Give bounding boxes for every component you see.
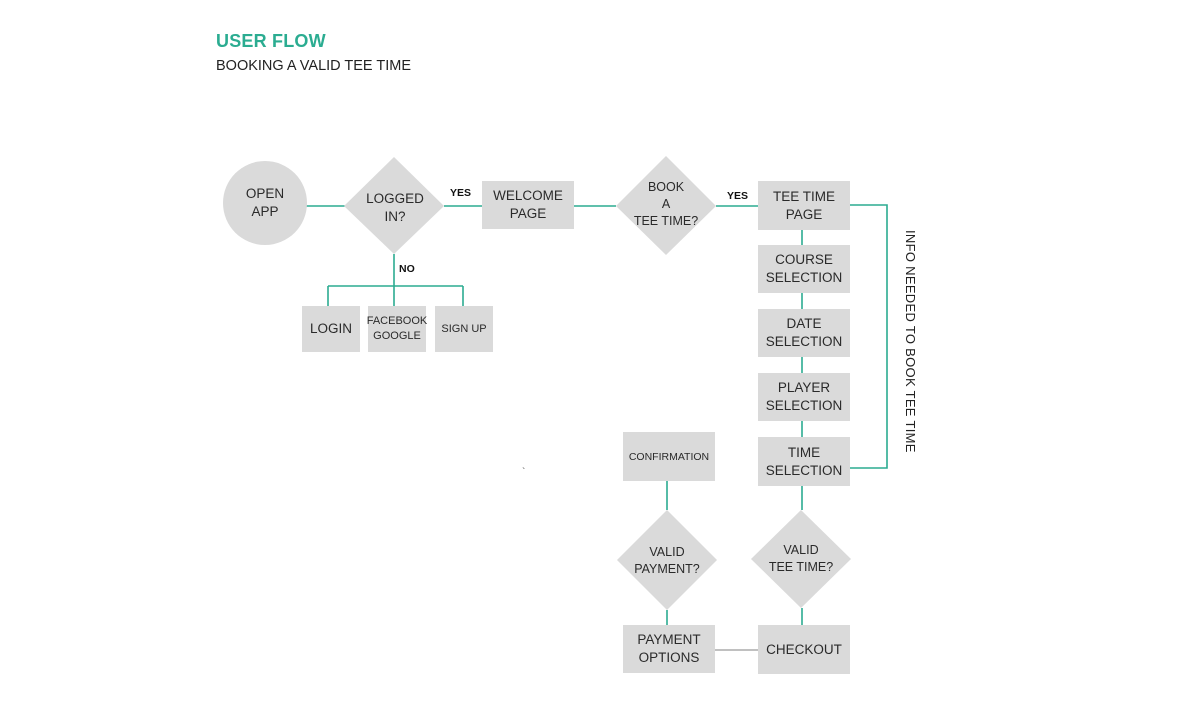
payment-options-node: PAYMENT OPTIONS [623,625,715,673]
info-bracket [849,204,888,469]
valid-payment-diamond-shape [617,510,717,610]
no-label-logged-in: NO [399,263,415,275]
logged-in-diamond-shape [344,157,444,254]
checkout-node: CHECKOUT [758,625,850,674]
confirmation-node: CONFIRMATION [623,432,715,481]
welcome-page-node: WELCOME PAGE [482,181,574,229]
date-selection-node: DATE SELECTION [758,309,850,357]
facebook-google-node: FACEBOOK GOOGLE [367,306,427,352]
logged-in-decision: LOGGED IN? [366,191,424,224]
open-app-node: OPEN APP [223,161,307,245]
course-selection-node: COURSE SELECTION [758,245,850,293]
login-node: LOGIN [302,306,360,352]
book-tee-time-decision: BOOK A TEE TIME? [633,179,699,228]
info-needed-label: INFO NEEDED TO BOOK TEE TIME [903,230,918,453]
time-selection-node: TIME SELECTION [758,437,850,486]
valid-payment-decision: VALID PAYMENT? [634,545,700,576]
tee-time-page-node: TEE TIME PAGE [758,181,850,230]
yes-label-book-tee-time: YES [727,190,749,202]
sign-up-node: SIGN UP [435,306,493,352]
stray-mark: ` [522,467,526,478]
diagram-title: USER FLOW [216,31,326,51]
diagram-subtitle: BOOKING A VALID TEE TIME [216,58,412,74]
yes-label-logged-in: YES [450,187,472,199]
valid-tee-time-decision: VALID TEE TIME? [768,543,834,574]
valid-tee-time-diamond-shape [751,510,851,608]
book-tee-time-diamond-shape [616,156,716,255]
player-selection-node: PLAYER SELECTION [758,373,850,421]
